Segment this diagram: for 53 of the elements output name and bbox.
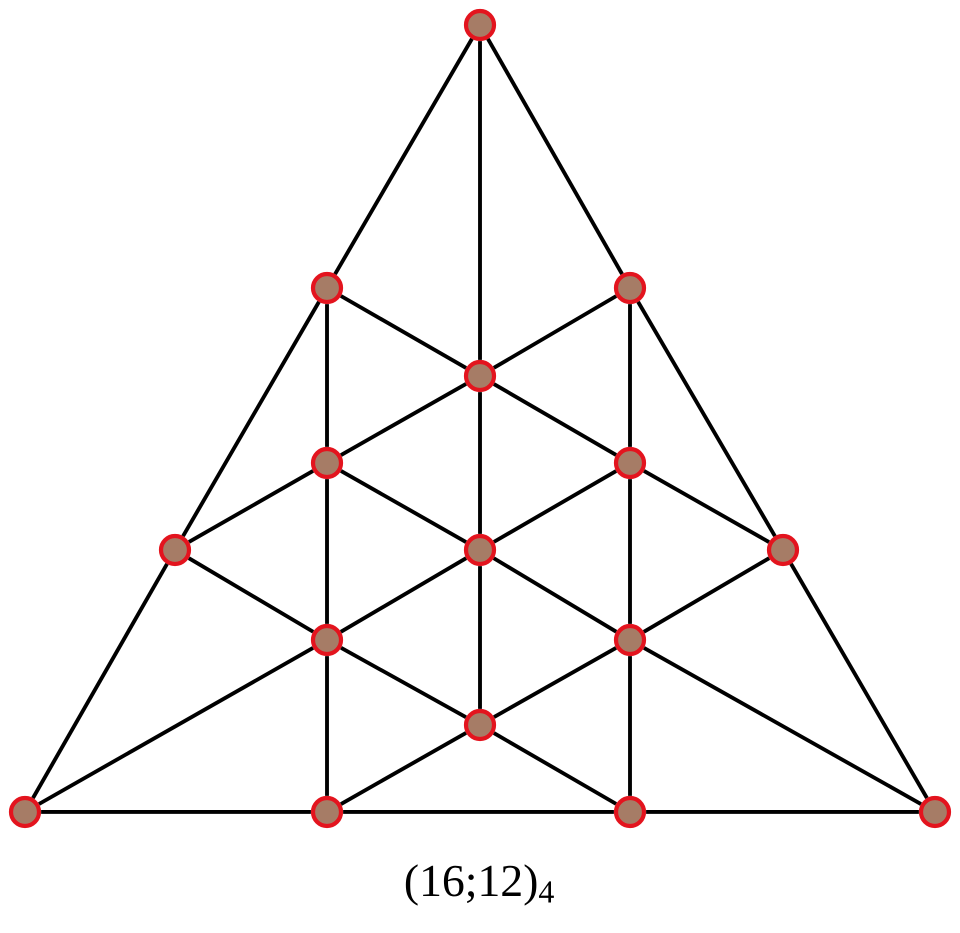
vertex-dot — [614, 624, 646, 656]
line — [646, 810, 919, 814]
vertex-dot — [766, 534, 800, 566]
line — [492, 294, 618, 370]
vertex-dot — [464, 708, 496, 742]
line — [643, 469, 770, 544]
line — [325, 304, 329, 447]
line — [333, 38, 474, 276]
line — [188, 556, 314, 634]
line — [325, 656, 329, 796]
line — [492, 556, 618, 634]
vertex-dot — [8, 796, 42, 828]
line — [492, 382, 618, 457]
line — [340, 294, 467, 370]
vertex-dot — [614, 446, 646, 480]
vertex-dot — [464, 8, 496, 42]
vertex-dot — [614, 272, 646, 304]
line — [642, 556, 770, 634]
vertex-dot — [158, 534, 192, 566]
line — [628, 479, 632, 624]
line — [340, 646, 467, 719]
line — [340, 556, 468, 634]
line — [478, 392, 482, 534]
line — [628, 304, 632, 447]
line — [636, 300, 777, 538]
line — [41, 810, 311, 814]
line — [31, 563, 169, 799]
line — [340, 731, 467, 806]
line — [340, 382, 467, 457]
line — [325, 479, 329, 624]
line — [38, 646, 314, 806]
vertex-dot — [614, 796, 646, 828]
line — [486, 38, 624, 275]
vertex-dot — [310, 272, 344, 304]
vertex-dot — [310, 796, 344, 828]
vertex-dot — [464, 534, 496, 566]
line — [492, 731, 618, 806]
line — [478, 41, 482, 360]
vertex-dot — [918, 796, 952, 828]
line — [478, 566, 482, 709]
line — [340, 469, 467, 544]
caption: (16;12)$_{4}$ — [406, 864, 554, 906]
line — [188, 469, 314, 544]
vertex-dot — [310, 446, 344, 480]
line — [493, 646, 617, 719]
vertex-dot — [310, 624, 344, 656]
line — [181, 300, 321, 538]
line — [643, 646, 922, 806]
vertex-dot — [464, 360, 496, 392]
line — [789, 562, 929, 800]
line — [628, 656, 632, 796]
line — [492, 469, 618, 544]
line — [343, 810, 614, 814]
